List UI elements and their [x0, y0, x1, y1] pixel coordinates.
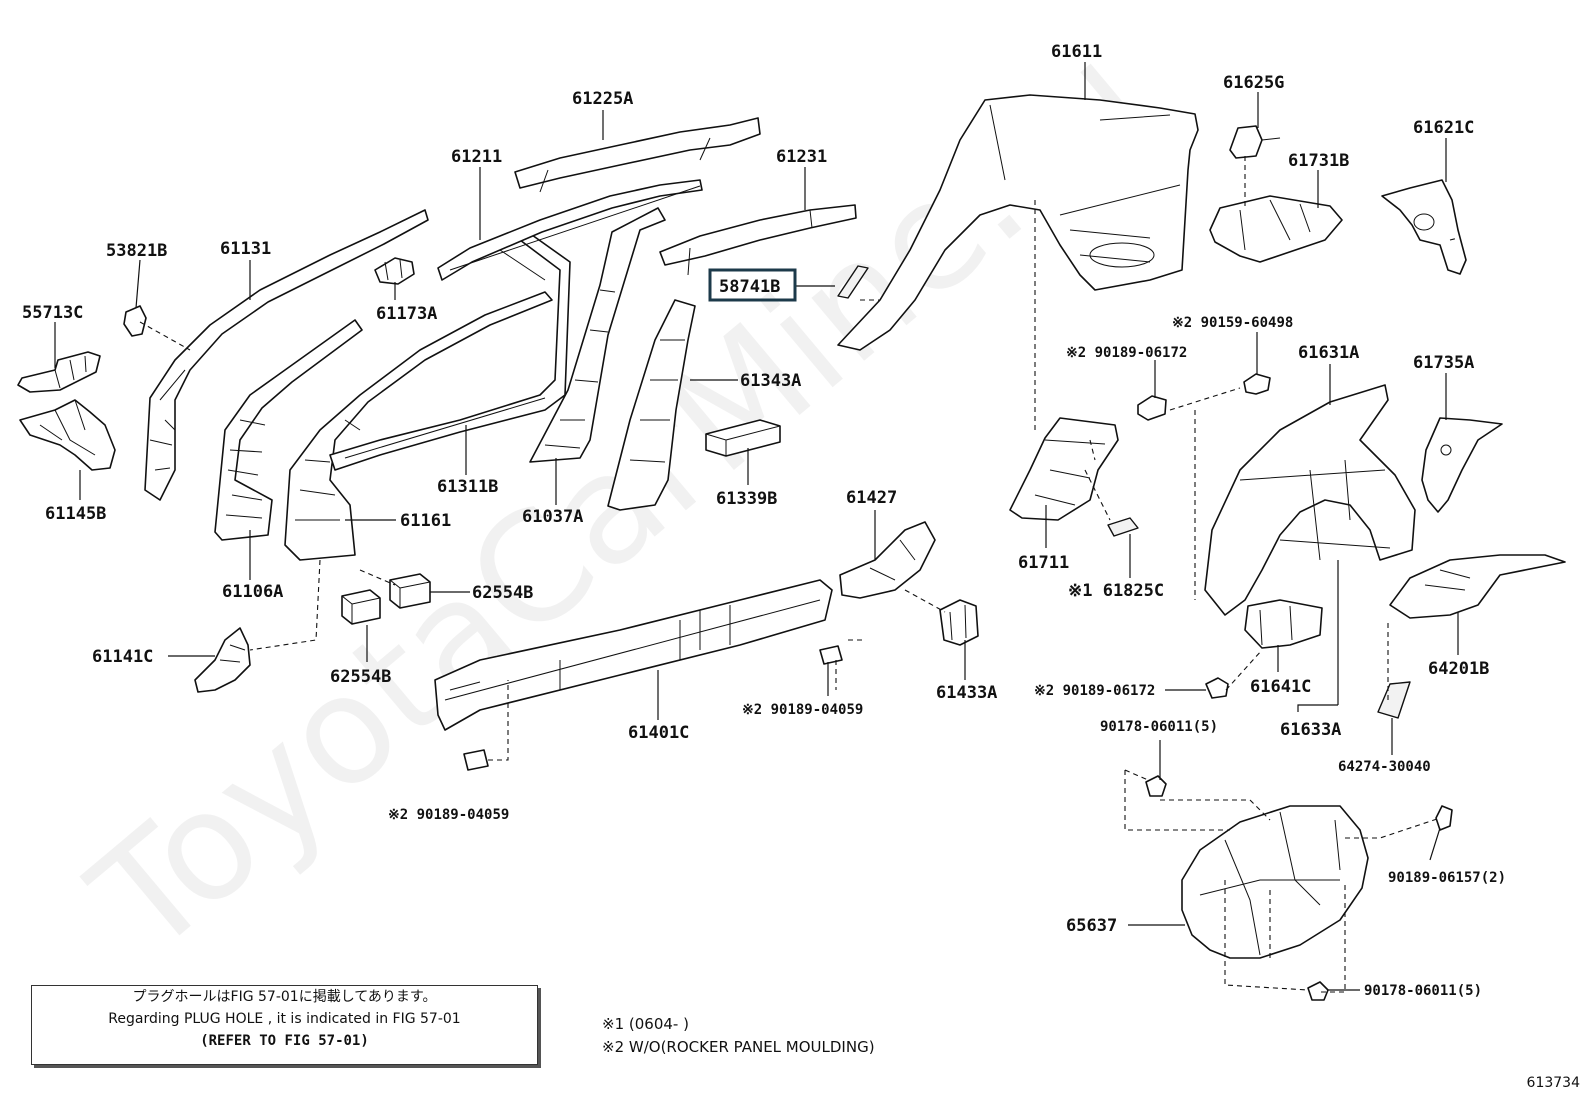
label-61633a[interactable]: 61633A — [1280, 720, 1341, 740]
highlight-box-58741b — [708, 268, 797, 302]
label-61611[interactable]: 61611 — [1051, 42, 1102, 62]
part-55713c[interactable] — [17, 351, 101, 393]
part-61131[interactable] — [144, 209, 429, 501]
clip-90189-06157[interactable] — [1435, 805, 1453, 831]
note-english: Regarding PLUG HOLE , it is indicated in… — [108, 1011, 461, 1027]
label-61225a[interactable]: 61225A — [572, 89, 633, 109]
part-61231[interactable] — [659, 204, 857, 276]
label-61433a[interactable]: 61433A — [936, 683, 997, 703]
part-61211[interactable] — [437, 179, 703, 281]
label-90189-06172-top[interactable]: ※2 90189-06172 — [1066, 345, 1187, 361]
clip-90189-04059-b[interactable] — [463, 749, 489, 771]
part-62554b-1[interactable] — [341, 589, 381, 625]
label-55713c[interactable]: 55713C — [22, 303, 83, 323]
part-64274-30040[interactable] — [1377, 681, 1411, 719]
label-61625g[interactable]: 61625G — [1223, 73, 1284, 93]
label-61141c[interactable]: 61141C — [92, 647, 153, 667]
clip-90189-06172-a[interactable] — [1137, 395, 1167, 421]
part-61106a[interactable] — [214, 319, 363, 541]
clip-90178-06011-a[interactable] — [1145, 775, 1167, 797]
part-61625g[interactable] — [1229, 125, 1281, 159]
part-61731b[interactable] — [1209, 195, 1343, 263]
part-61401c[interactable] — [434, 579, 833, 731]
part-61631a[interactable] — [1204, 384, 1416, 616]
part-61141c[interactable] — [194, 627, 251, 693]
label-90189-06172-bottom[interactable]: ※2 90189-06172 — [1034, 683, 1155, 699]
label-61631a[interactable]: 61631A — [1298, 343, 1359, 363]
figure-number: 613734 — [1526, 1075, 1580, 1091]
label-90159-60498[interactable]: ※2 90159-60498 — [1172, 315, 1293, 331]
part-61339b[interactable] — [705, 419, 781, 457]
label-61161[interactable]: 61161 — [400, 511, 451, 531]
label-61427[interactable]: 61427 — [846, 488, 897, 508]
part-61611[interactable] — [837, 94, 1199, 351]
label-64201b[interactable]: 64201B — [1428, 659, 1489, 679]
part-61621c[interactable] — [1381, 179, 1467, 275]
part-61173a[interactable] — [374, 257, 415, 285]
label-90178-06011-bottom[interactable]: 90178-06011(5) — [1364, 983, 1482, 999]
label-90189-04059-left[interactable]: ※2 90189-04059 — [388, 807, 509, 823]
label-61825c[interactable]: ※1 61825C — [1068, 581, 1164, 601]
note-japanese: プラグホールはFIG 57-01に掲載してあります。 — [132, 989, 437, 1005]
label-62554b-right[interactable]: 62554B — [472, 583, 533, 603]
label-90189-04059-right[interactable]: ※2 90189-04059 — [742, 702, 863, 718]
label-61731b[interactable]: 61731B — [1288, 151, 1349, 171]
label-61401c[interactable]: 61401C — [628, 723, 689, 743]
label-61641c[interactable]: 61641C — [1250, 677, 1311, 697]
part-65637[interactable] — [1181, 805, 1369, 959]
part-61225a[interactable] — [514, 117, 761, 193]
label-61211[interactable]: 61211 — [451, 147, 502, 167]
bolt-90159-60498[interactable] — [1243, 373, 1271, 395]
part-61427[interactable] — [839, 521, 936, 599]
label-90178-06011-top[interactable]: 90178-06011(5) — [1100, 719, 1218, 735]
label-90189-06157[interactable]: 90189-06157(2) — [1388, 870, 1506, 886]
footnote-2: ※2 W/O(ROCKER PANEL MOULDING) — [602, 1038, 875, 1056]
leader-61633a-bracket — [1297, 704, 1338, 712]
part-61825c[interactable] — [1107, 517, 1139, 537]
label-61311b[interactable]: 61311B — [437, 477, 498, 497]
label-61173a[interactable]: 61173A — [376, 304, 437, 324]
label-61131[interactable]: 61131 — [220, 239, 271, 259]
label-61711[interactable]: 61711 — [1018, 553, 1069, 573]
part-64201b[interactable] — [1389, 554, 1566, 619]
clip-90189-06172-b[interactable] — [1205, 677, 1229, 699]
label-53821b[interactable]: 53821B — [106, 241, 167, 261]
label-64274-30040[interactable]: 64274-30040 — [1338, 759, 1431, 775]
assembly-dashed-lines — [139, 156, 1459, 993]
note-refer[interactable]: (REFER TO FIG 57-01) — [200, 1033, 369, 1049]
label-61343a[interactable]: 61343A — [740, 371, 801, 391]
clip-90189-04059-a[interactable] — [819, 645, 843, 665]
label-61145b[interactable]: 61145B — [45, 504, 106, 524]
label-61037a[interactable]: 61037A — [522, 507, 583, 527]
label-62554b-left[interactable]: 62554B — [330, 667, 391, 687]
label-61621c[interactable]: 61621C — [1413, 118, 1474, 138]
part-61343a[interactable] — [607, 299, 696, 511]
part-61641c[interactable] — [1244, 599, 1323, 649]
leader-lines — [54, 62, 1459, 991]
part-61735a[interactable] — [1421, 417, 1503, 513]
label-65637[interactable]: 65637 — [1066, 916, 1117, 936]
label-61339b[interactable]: 61339B — [716, 489, 777, 509]
label-61231[interactable]: 61231 — [776, 147, 827, 167]
part-61433a[interactable] — [939, 599, 979, 646]
part-62554b-2[interactable] — [389, 573, 431, 609]
footnote-1: ※1 (0604- ) — [602, 1015, 689, 1033]
label-61106a[interactable]: 61106A — [222, 582, 283, 602]
label-61735a[interactable]: 61735A — [1413, 353, 1474, 373]
part-53821b[interactable] — [123, 305, 147, 337]
part-58741b[interactable] — [837, 265, 869, 299]
part-61037a[interactable] — [529, 207, 666, 463]
clip-90178-06011-b[interactable] — [1307, 981, 1329, 1001]
part-61145b[interactable] — [19, 399, 116, 471]
plug-hole-note: プラグホールはFIG 57-01に掲載してあります。 Regarding PLU… — [31, 985, 538, 1065]
label-58741b[interactable]: 58741B — [719, 277, 780, 297]
part-61161[interactable] — [284, 291, 553, 561]
part-labels: 61225A 61211 61231 61611 61625G 61621C 6… — [22, 42, 1506, 999]
